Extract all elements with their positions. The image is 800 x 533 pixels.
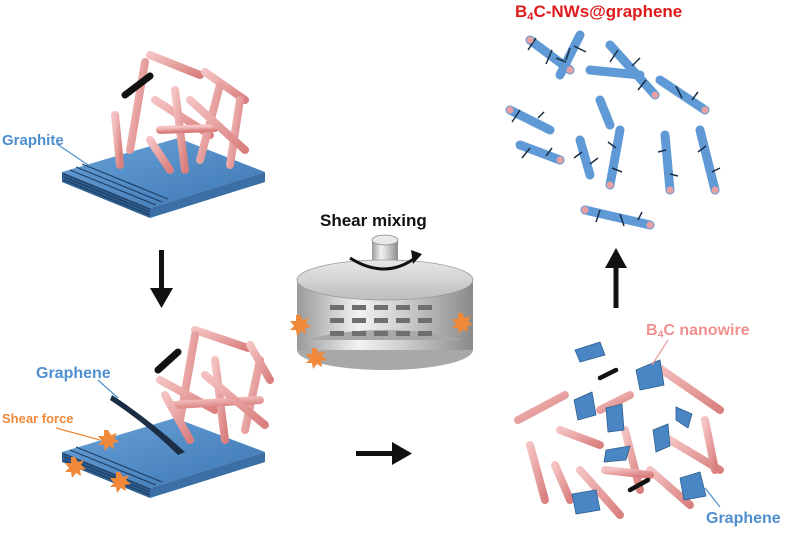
- arrow-right-icon: [356, 442, 412, 465]
- arrow-down-icon: [150, 250, 173, 308]
- dispersion-panel: [514, 339, 724, 519]
- nanowire-prefix: B: [646, 322, 658, 339]
- composite-panel: [505, 30, 721, 230]
- shear-mixing-label: Shear mixing: [320, 211, 427, 230]
- exfoliation-panel: [55, 326, 274, 498]
- nanowires-dispersed: [514, 361, 724, 519]
- graphite-label: Graphite: [2, 132, 64, 149]
- nanowire-suffix: C nanowire: [663, 322, 750, 339]
- nanowire-subscript: 4: [657, 329, 664, 341]
- shear-burst-icon: [65, 430, 131, 493]
- shear-mixer: [290, 234, 474, 370]
- graphene-flakes: [571, 341, 707, 515]
- graphite-block: [56, 138, 265, 218]
- graphene-label-top: Graphene: [36, 365, 111, 382]
- graphite-panel: [56, 51, 265, 218]
- title-subscript: 4: [527, 10, 534, 23]
- composite-tips: [506, 36, 719, 229]
- nanowire-bundle-2: [156, 326, 274, 444]
- nanowire-label: B4C nanowire: [646, 322, 750, 341]
- graphene-label-bottom: Graphene: [706, 510, 781, 527]
- arrow-up-icon: [605, 248, 627, 308]
- title-prefix: B: [515, 2, 528, 21]
- nanowire-bundle-1: [111, 51, 249, 174]
- composite-flakes: [511, 37, 721, 227]
- composite-title: B4C-NWs@graphene: [515, 2, 682, 23]
- composite-wires: [505, 30, 720, 230]
- shear-force-label: Shear force: [2, 411, 74, 426]
- rotation-arrow-icon: [349, 256, 416, 271]
- graphite-block-sheared: [62, 379, 265, 498]
- title-suffix: C-NWs@graphene: [533, 2, 683, 21]
